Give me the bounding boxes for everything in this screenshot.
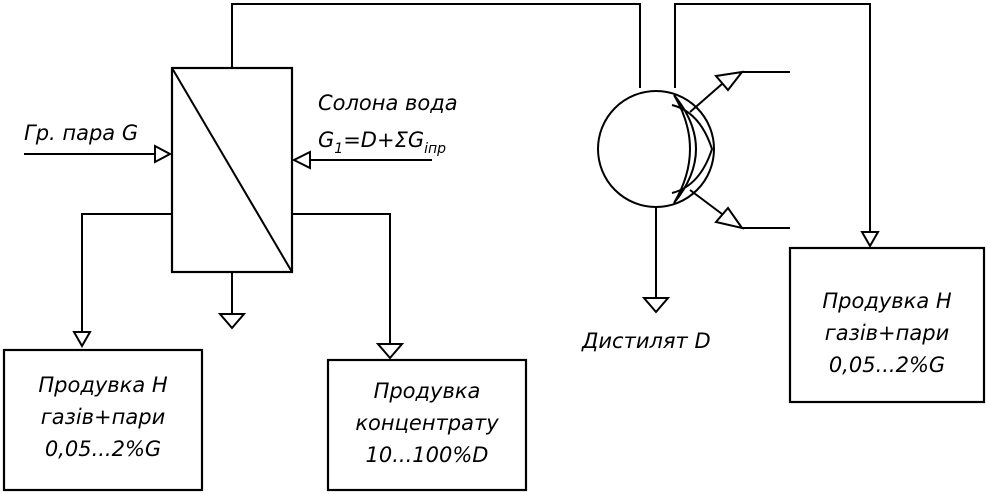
formula-sub1: 1: [334, 141, 343, 157]
left-box-line-2: газів+пари: [41, 405, 165, 429]
steam-input-arrow: [154, 144, 173, 164]
evaporator-diagonal: [171, 67, 293, 273]
salt-water-formula: G1=D+ΣGіпр: [318, 128, 446, 157]
middle-box-line-3: 10...100%D: [366, 443, 489, 467]
drain-arrow: [217, 313, 247, 330]
right-box-arrow: [860, 231, 880, 249]
right-box-line-2: газів+пари: [825, 321, 949, 345]
formula-G: G: [318, 128, 334, 152]
middle-box-line-2: концентрату: [355, 411, 499, 435]
right-box-line-3: 0,05...2%G: [829, 353, 945, 377]
concentrate-arrow: [375, 343, 405, 360]
distillate-arrow: [641, 297, 671, 314]
cooling-in-line: [689, 83, 723, 113]
formula-eq: =D+ΣG: [343, 128, 424, 152]
left-box-line-3: 0,05...2%G: [45, 437, 161, 461]
vapor-line: [231, 3, 641, 88]
salt-water-label: Солона вода: [318, 91, 458, 115]
left-blowdown-arrow: [72, 331, 92, 349]
water-input-arrow: [291, 150, 311, 170]
cooling-out-arrow: [714, 206, 745, 230]
steam-label: Гр. пара G: [24, 121, 138, 145]
right-blowdown-box: [788, 246, 986, 404]
condenser-crescent: [673, 94, 697, 204]
concentrate-box: [326, 358, 528, 492]
noncondensable-line: [674, 3, 871, 232]
distillate-label: Дистилят D: [581, 329, 711, 353]
right-box-line-1: Продувка Н: [822, 289, 952, 313]
concentrate-line: [292, 213, 391, 344]
left-box-line-1: Продувка Н: [38, 373, 168, 397]
formula-sub2: іпр: [424, 141, 446, 157]
condenser-crescent-outer: [671, 104, 714, 194]
middle-box-line-1: Продувка: [374, 379, 481, 403]
cooling-out-line: [689, 189, 723, 215]
left-blowdown-box: [2, 348, 204, 492]
cooling-in-arrow: [714, 70, 745, 92]
left-blowdown-line: [81, 213, 172, 332]
